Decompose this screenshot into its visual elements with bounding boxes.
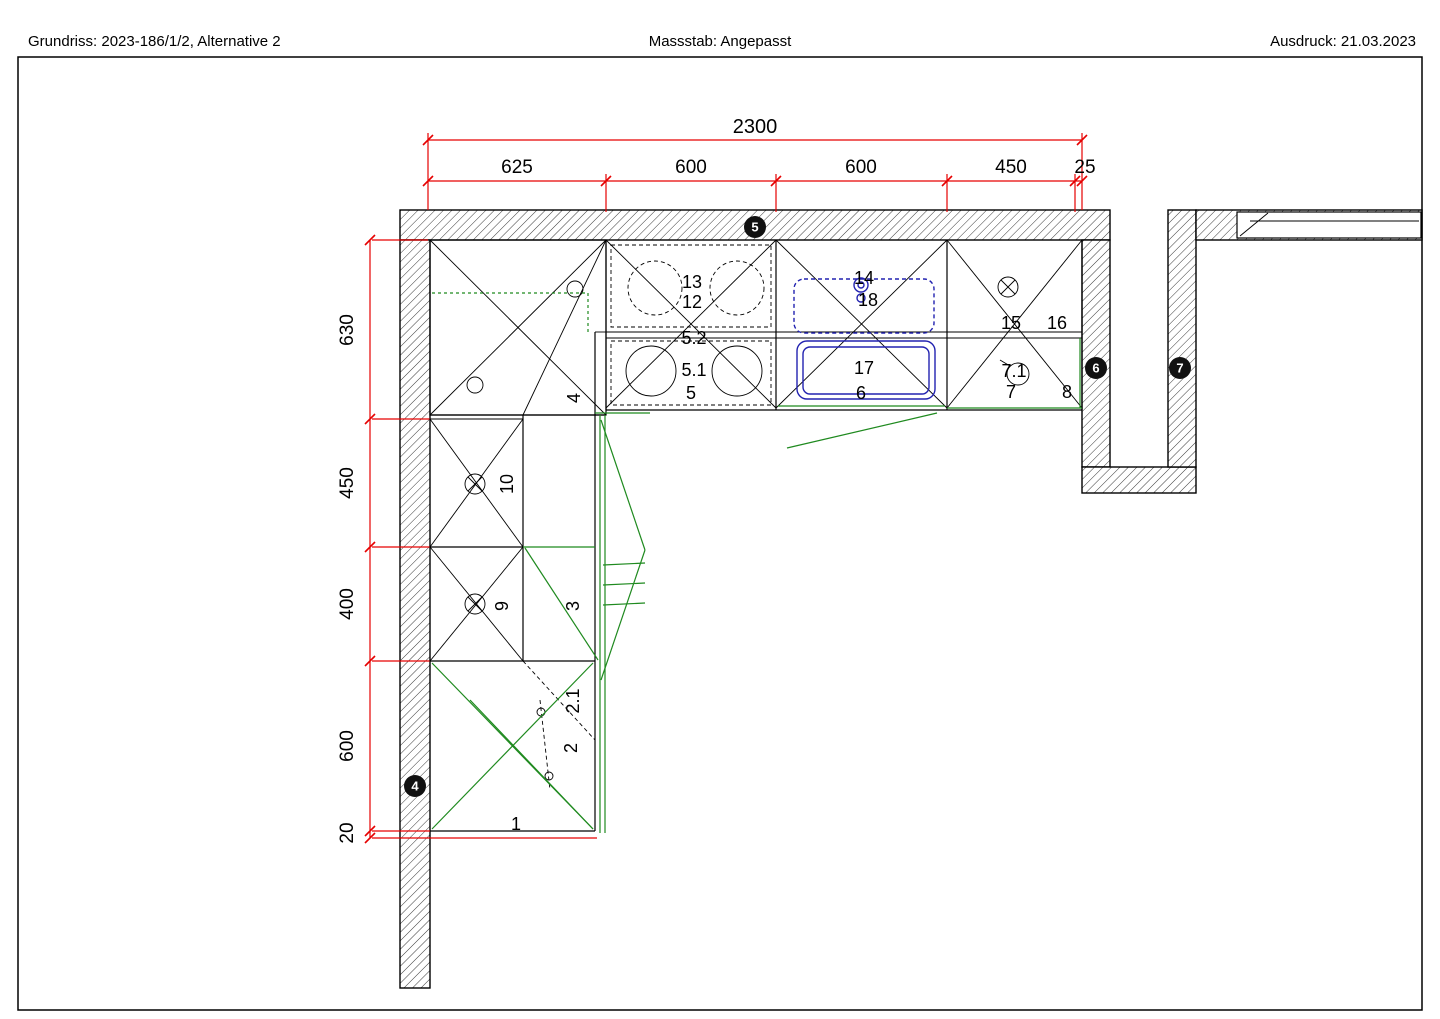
unit-label-17: 17	[854, 358, 874, 378]
dim-left-seg-2: 450	[337, 467, 358, 499]
niche-right-pier	[1167, 209, 1197, 468]
svg-text:4: 4	[411, 779, 419, 794]
callout-markers: 5 4 6 7	[404, 216, 1191, 797]
dim-left-seg-1: 630	[337, 314, 358, 346]
top-run-structure	[430, 240, 1083, 416]
callout-7: 7	[1169, 357, 1191, 379]
unit-labels: 13 12 5.2 5.1 5 14 18 17 6 15 16 7.1 7 8…	[492, 268, 1072, 834]
unit-label-8: 8	[1062, 382, 1072, 402]
left-wall	[399, 239, 431, 989]
unit-label-4: 4	[564, 393, 584, 403]
dim-top-seg-1: 625	[501, 157, 533, 178]
unit-label-6: 6	[856, 383, 866, 403]
right-base-unit	[946, 239, 1083, 409]
unit-label-2: 2	[561, 743, 581, 753]
door-swing-lines	[431, 338, 1082, 833]
unit-label-16: 16	[1047, 313, 1067, 333]
unit-label-2-1: 2.1	[563, 688, 583, 713]
dim-left-seg-5: 20	[337, 822, 358, 843]
scale-label: Massstab: Angepasst	[648, 33, 792, 50]
dim-top-seg-2: 600	[675, 157, 707, 178]
dim-top-seg-3: 600	[845, 157, 877, 178]
unit-label-9: 9	[492, 601, 512, 611]
svg-text:7: 7	[1176, 361, 1183, 376]
drawing-border	[17, 56, 1423, 1011]
print-date: Ausdruck: 21.03.2023	[1270, 33, 1416, 50]
unit-label-5: 5	[686, 383, 696, 403]
unit-label-13: 13	[682, 272, 702, 292]
niche-left-pier	[1081, 239, 1111, 468]
tall-unit-10	[429, 418, 524, 548]
unit-label-18: 18	[858, 290, 878, 310]
unit-label-10: 10	[497, 474, 517, 494]
walls	[399, 209, 1423, 989]
dim-left-seg-4: 600	[337, 730, 358, 762]
dim-top-seg-5: 25	[1074, 157, 1095, 178]
unit-label-14: 14	[854, 268, 874, 288]
niche-bottom-wall	[1081, 466, 1197, 494]
dim-top-seg-4: 450	[995, 157, 1027, 178]
dim-left-seg-3: 400	[337, 588, 358, 620]
callout-4: 4	[404, 775, 426, 797]
unit-label-12: 12	[682, 292, 702, 312]
window	[1236, 211, 1422, 239]
unit-label-7: 7	[1006, 382, 1016, 402]
unit-label-15: 15	[1001, 313, 1021, 333]
drawing-title: Grundriss: 2023-186/1/2, Alternative 2	[28, 33, 281, 50]
callout-5: 5	[744, 216, 766, 238]
callout-6: 6	[1085, 357, 1107, 379]
sink-unit	[775, 239, 948, 409]
unit-label-1: 1	[511, 814, 521, 834]
tall-unit-9	[429, 546, 524, 662]
unit-label-5-2: 5.2	[681, 328, 706, 348]
svg-text:6: 6	[1092, 361, 1099, 376]
dimension-lines	[364, 133, 1088, 844]
oven-column-and-hob	[605, 239, 777, 409]
dimension-labels: 2300 625 600 600 450 25 630 450 400 600 …	[337, 116, 1096, 844]
unit-label-5-1: 5.1	[681, 360, 706, 380]
unit-label-7-1: 7.1	[1001, 361, 1026, 381]
dim-top-total: 2300	[733, 116, 778, 138]
unit-label-3: 3	[563, 601, 583, 611]
svg-text:5: 5	[751, 220, 758, 235]
